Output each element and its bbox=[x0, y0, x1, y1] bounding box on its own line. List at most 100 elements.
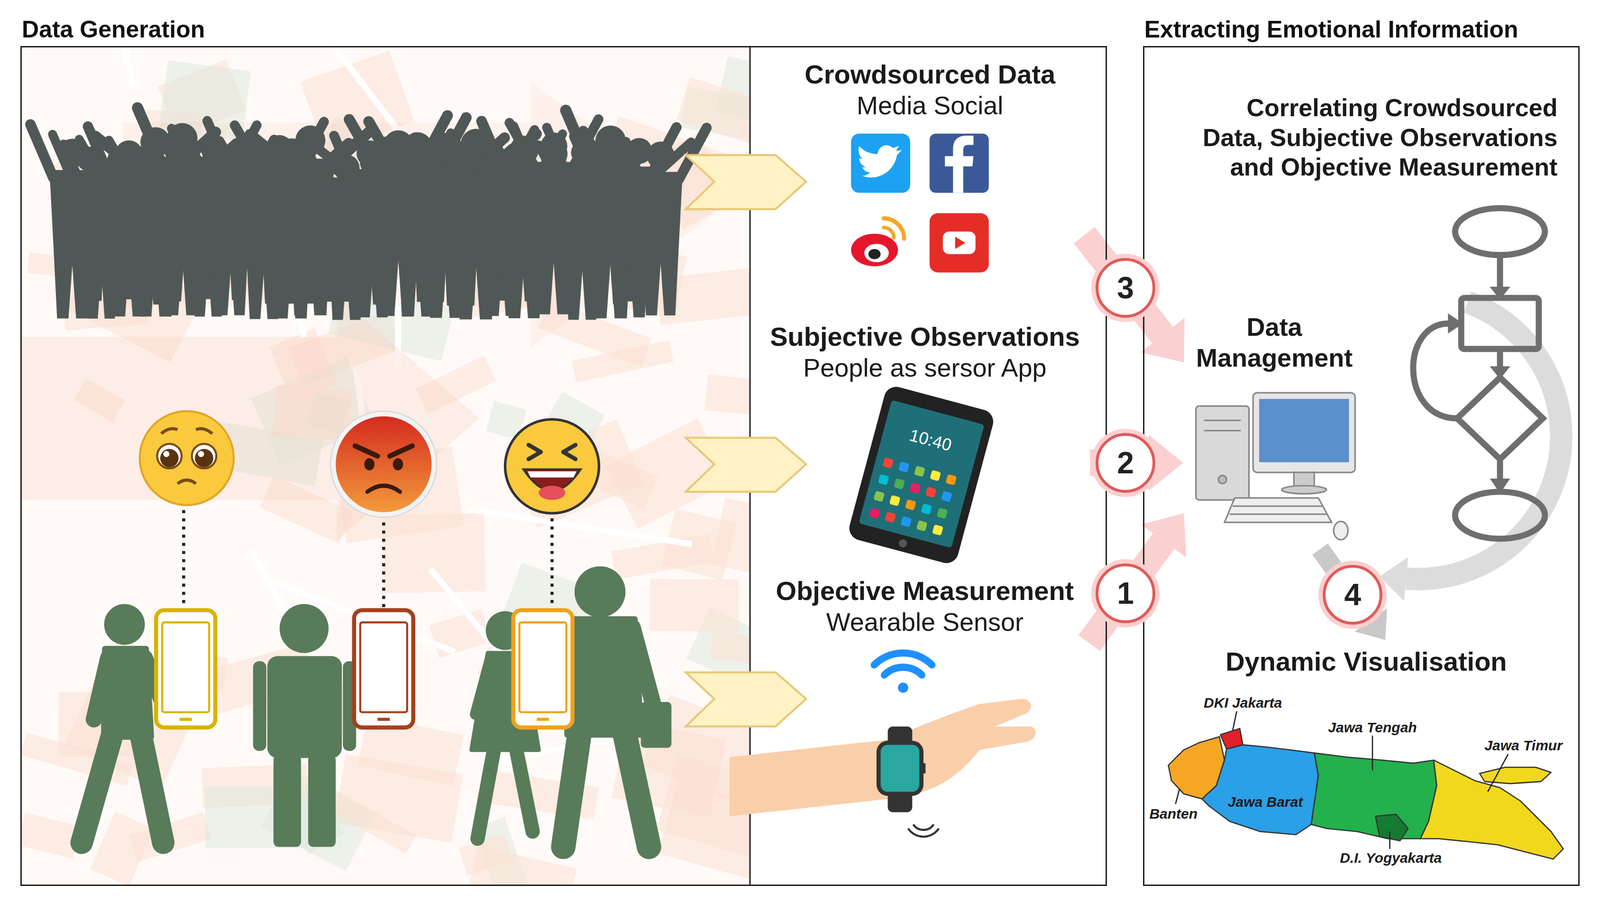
computer-symbol bbox=[1204, 429, 1241, 431]
app-icon bbox=[909, 482, 922, 494]
crowd-silhouette bbox=[334, 135, 356, 186]
map-block bbox=[20, 812, 81, 859]
crowd-silhouette bbox=[250, 134, 291, 167]
app-icon bbox=[905, 499, 917, 511]
pedestrian-figure bbox=[632, 627, 654, 704]
pedestrian-figure bbox=[140, 734, 164, 843]
arrow-body bbox=[1089, 540, 1164, 643]
map-block bbox=[121, 45, 134, 91]
smartphone-outline bbox=[155, 609, 216, 727]
angry-emoji bbox=[389, 445, 412, 457]
smartphone-outline bbox=[155, 609, 216, 727]
province-yogyakarta bbox=[1375, 813, 1408, 841]
laughing-emoji bbox=[504, 419, 599, 513]
computer-symbol bbox=[1196, 392, 1356, 540]
app-icon bbox=[900, 515, 913, 528]
computer-symbol bbox=[1281, 485, 1327, 494]
youtube-icon bbox=[929, 213, 989, 273]
crowd-silhouette bbox=[187, 142, 214, 188]
app-icon bbox=[914, 465, 926, 477]
map-block bbox=[20, 45, 750, 886]
pedestrian-figure bbox=[104, 603, 146, 645]
node-title: Crowdsourced Data bbox=[777, 58, 1084, 91]
app-icon bbox=[873, 490, 885, 503]
smartphone-outline bbox=[377, 717, 390, 721]
dotted-leader bbox=[382, 521, 385, 608]
app-icon bbox=[877, 473, 890, 485]
hand-with-watch bbox=[913, 823, 934, 830]
pedestrian-figure bbox=[574, 566, 626, 618]
chevron-arrow bbox=[685, 155, 806, 727]
wifi-symbol bbox=[897, 682, 909, 693]
node-title: Objective Measurement bbox=[761, 574, 1089, 607]
twitter-icon bbox=[858, 145, 903, 178]
pedestrian-figure bbox=[308, 754, 336, 847]
app-icon bbox=[889, 494, 901, 507]
smartphone-outline bbox=[354, 609, 414, 727]
node-title: Correlating Crowdsourced Data, Subjectiv… bbox=[1187, 92, 1558, 182]
node-title: Subjective Observations bbox=[761, 320, 1089, 353]
street-map-background bbox=[20, 45, 750, 886]
smartphone bbox=[846, 384, 997, 566]
crowd-silhouette bbox=[538, 145, 565, 191]
map-block bbox=[710, 630, 750, 665]
pedestrian-figure bbox=[516, 749, 533, 832]
faint-arrow bbox=[20, 295, 480, 541]
map-leader bbox=[1175, 788, 1180, 804]
map-block bbox=[704, 374, 750, 419]
wifi-symbol bbox=[874, 652, 933, 665]
pedestrian-figure bbox=[93, 658, 109, 720]
hand-with-watch bbox=[729, 698, 1036, 837]
pedestrian-figure bbox=[253, 660, 267, 751]
map-leader bbox=[1389, 831, 1391, 849]
smartphone-outline bbox=[536, 717, 549, 721]
computer-symbol bbox=[1218, 475, 1227, 484]
crowd-silhouette bbox=[95, 136, 136, 169]
pedestrian-figure bbox=[267, 655, 342, 758]
province-jawa-tengah bbox=[1311, 752, 1437, 839]
weibo-icon bbox=[883, 218, 905, 239]
crowd-silhouette bbox=[63, 144, 84, 192]
wifi-symbol bbox=[874, 652, 933, 693]
node-title: Dynamic Visualisation bbox=[1164, 645, 1568, 677]
map-block bbox=[676, 77, 750, 149]
computer-symbol bbox=[1196, 405, 1250, 500]
smartphone-outline bbox=[513, 609, 573, 727]
facebook-icon bbox=[929, 133, 989, 193]
crowd-silhouette bbox=[30, 107, 707, 320]
pleading-emoji bbox=[163, 450, 170, 458]
flowchart-symbol bbox=[1497, 458, 1504, 481]
computer-symbol bbox=[1232, 504, 1323, 507]
crowd-silhouette bbox=[481, 120, 505, 175]
hand-with-watch bbox=[908, 828, 940, 837]
pedestrian-figure bbox=[640, 701, 672, 748]
arrow-head bbox=[1140, 317, 1185, 363]
callout-number: 4 bbox=[1322, 564, 1383, 625]
crowd-silhouette bbox=[614, 131, 643, 180]
smartphone bbox=[858, 399, 985, 548]
callout-number: 2 bbox=[1095, 432, 1156, 493]
crowd-silhouette bbox=[165, 146, 192, 191]
province-jawa-barat bbox=[1202, 744, 1319, 834]
angry-emoji bbox=[330, 411, 437, 518]
pedestrian-figure bbox=[273, 754, 302, 847]
crowd-silhouette bbox=[302, 145, 330, 191]
smartphone-outline bbox=[519, 621, 567, 712]
province-jakarta bbox=[1220, 728, 1243, 749]
smartphone bbox=[846, 384, 997, 566]
smartphone bbox=[897, 538, 908, 549]
computer-symbol bbox=[1333, 521, 1348, 540]
flow-arrow bbox=[1089, 512, 1187, 643]
pleading-emoji bbox=[198, 450, 205, 458]
facebook-icon bbox=[944, 135, 974, 193]
smartphone-outline bbox=[513, 609, 573, 727]
map-leader bbox=[1232, 710, 1237, 731]
flowchart-symbol bbox=[1454, 491, 1545, 539]
weibo-icon bbox=[850, 233, 898, 267]
pleading-emoji bbox=[139, 411, 234, 505]
youtube-icon bbox=[942, 231, 976, 254]
province-jawa-timur bbox=[1420, 759, 1564, 860]
node-subtitle: Wearable Sensor bbox=[761, 606, 1089, 638]
app-icon bbox=[945, 474, 958, 486]
youtube-icon bbox=[929, 213, 989, 273]
